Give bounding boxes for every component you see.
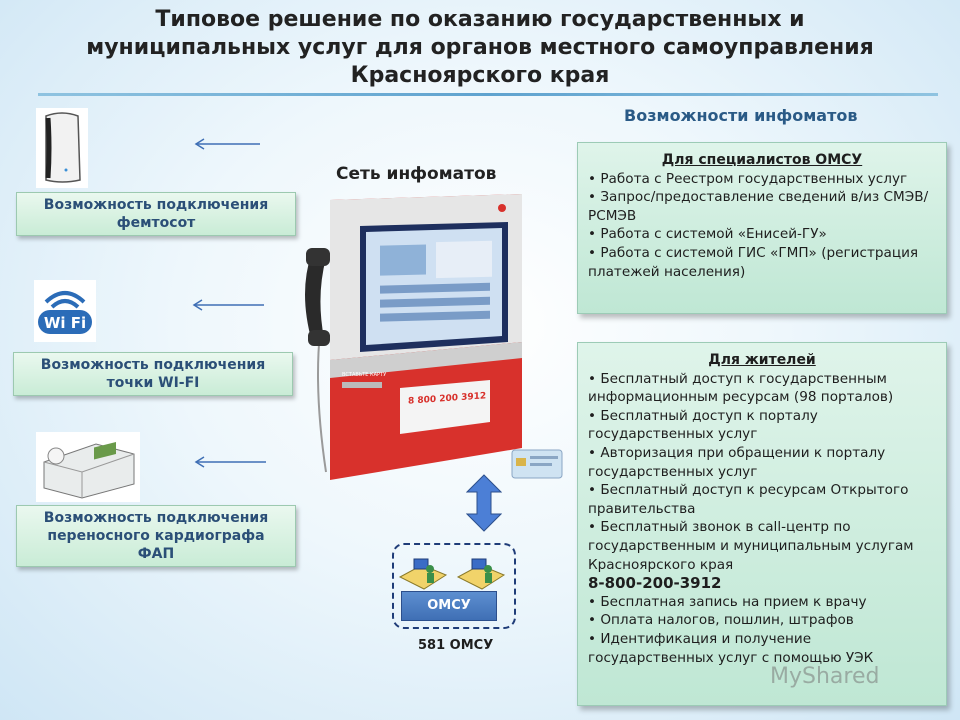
smart-card-image (511, 449, 563, 479)
title-divider (38, 93, 938, 96)
specialists-box-title: Для специалистов ОМСУ (661, 152, 863, 168)
infomat-kiosk-image: 8 800 200 3912 ВСТАВЬТЕ КАРТУ (305, 194, 522, 480)
list-item: Бесплатный доступ к порталу государствен… (588, 407, 936, 444)
title-line-2: муниципальных услуг для органов местного… (86, 35, 874, 60)
feature-femtocell-label: Возможность подключения фемтосот (16, 192, 296, 236)
specialists-box: Для специалистов ОМСУ Работа с Реестром … (577, 142, 947, 314)
feature-cardiograph-label: Возможность подключения переносного кард… (16, 505, 296, 567)
list-item: Идентификация и получение государственны… (588, 630, 936, 667)
list-item: Работа с системой ГИС «ГМП» (регистрация… (588, 244, 936, 281)
title-line-3: Красноярского края (350, 63, 610, 88)
kiosk-network-heading: Сеть инфоматов (336, 164, 497, 184)
wifi-logo-text: Wi Fi (44, 314, 86, 332)
list-item: Бесплатный доступ к ресурсам Открытого п… (588, 481, 936, 518)
feature-wifi-label: Возможность подключения точки WI-FI (13, 352, 293, 396)
list-item: Работа с системой «Енисей-ГУ» (588, 225, 936, 244)
left-arrow-icon (192, 299, 264, 311)
title-line-1: Типовое решение по оказанию государствен… (155, 7, 805, 32)
list-item: Оплата налогов, пошлин, штрафов (588, 611, 936, 630)
residents-box-title: Для жителей (708, 352, 816, 368)
kiosk-card-slot-label: ВСТАВЬТЕ КАРТУ (342, 372, 386, 378)
left-arrow-icon (194, 456, 266, 468)
list-item: Бесплатный доступ к государственным инфо… (588, 370, 936, 407)
list-item: Запрос/предоставление сведений в/из СМЭВ… (588, 188, 936, 225)
cardiograph-image (36, 432, 140, 502)
femtocell-image (36, 108, 88, 188)
list-item: Авторизация при обращении к порталу госу… (588, 444, 936, 481)
left-arrow-icon (194, 138, 260, 150)
omsu-count-label: 581 ОМСУ (418, 638, 494, 653)
wifi-image: Wi Fi (34, 280, 96, 342)
watermark: MyShared (770, 664, 880, 689)
omsu-button[interactable]: ОМСУ (401, 591, 497, 621)
workstation-icons (398, 558, 506, 590)
hotline-phone: 8-800-200-3912 (588, 574, 722, 593)
double-arrow-icon (466, 474, 502, 532)
capabilities-heading: Возможности инфоматов (624, 106, 858, 125)
page-title: Типовое решение по оказанию государствен… (30, 6, 930, 90)
list-item: Бесплатная запись на прием к врачу (588, 593, 936, 612)
list-item: Работа с Реестром государственных услуг (588, 170, 936, 189)
residents-box: Для жителей Бесплатный доступ к государс… (577, 342, 947, 706)
list-item: Бесплатный звонок в call-центр по госуда… (588, 518, 936, 574)
omsu-workstations-group (392, 543, 516, 629)
